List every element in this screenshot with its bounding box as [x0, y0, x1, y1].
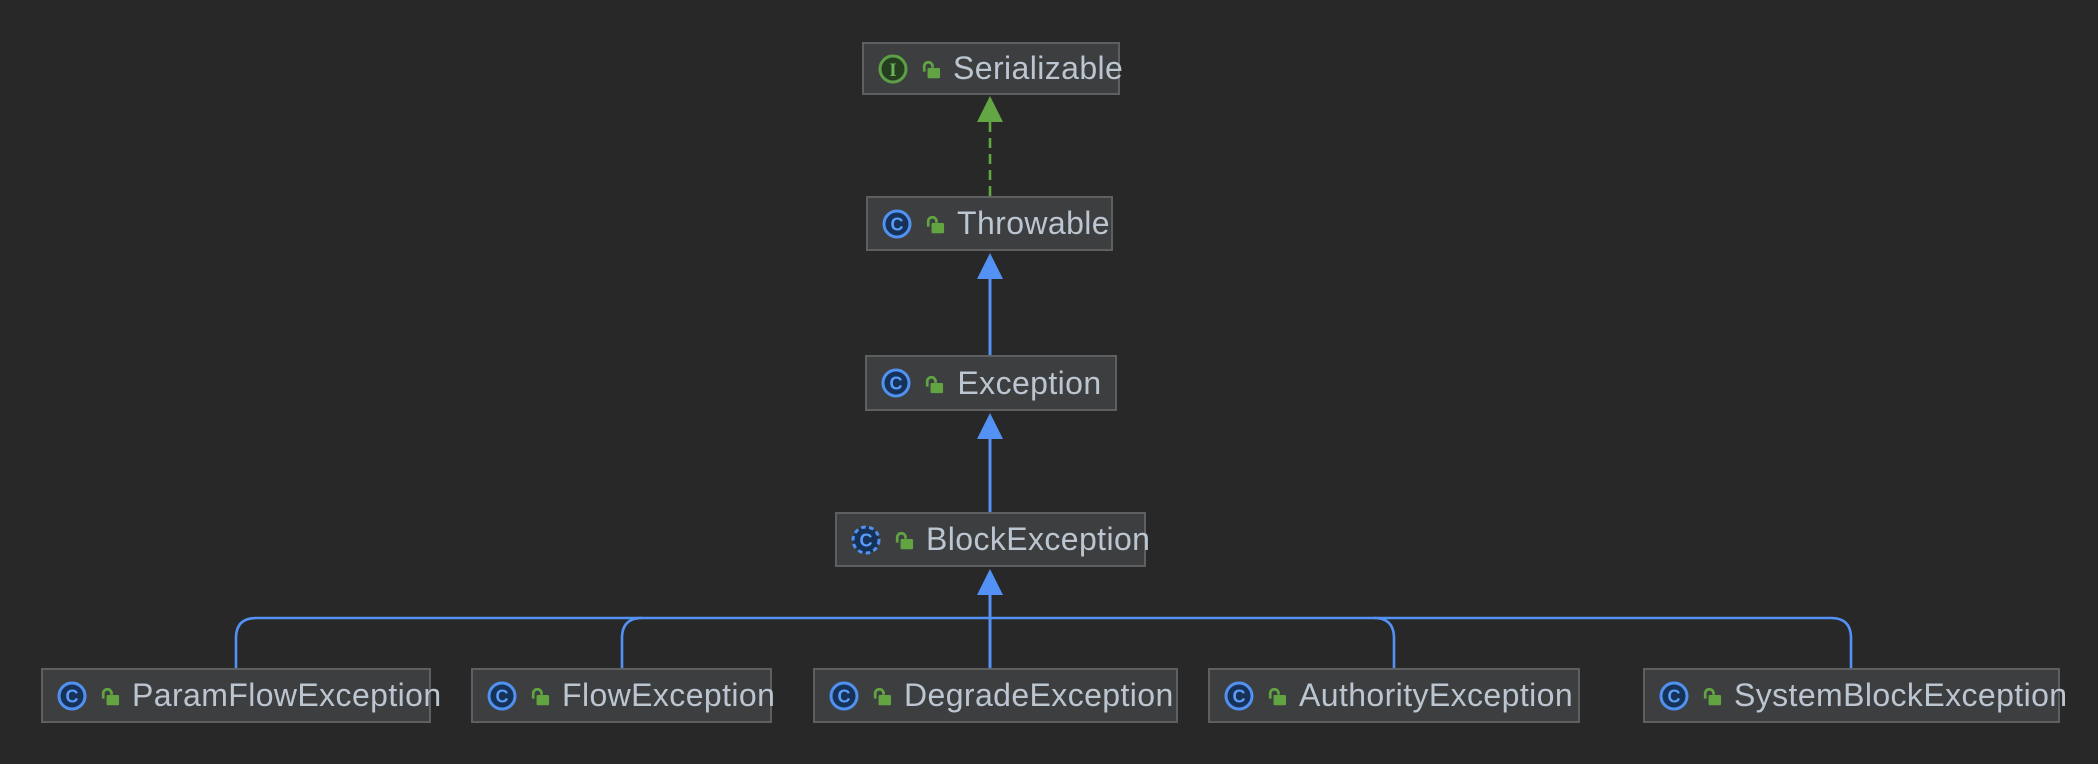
svg-text:C: C [1668, 686, 1681, 706]
node-label: Serializable [953, 50, 1124, 86]
class-node-serializable[interactable]: I Serializable [862, 42, 1124, 95]
edge-bus [234, 616, 1853, 668]
node-label: DegradeException [904, 677, 1174, 713]
class-icon: C [1659, 681, 1689, 710]
svg-text:C: C [838, 686, 851, 706]
edge-exception-extends-throwable [977, 253, 1003, 355]
unlocked-icon [895, 531, 914, 550]
svg-text:C: C [860, 530, 873, 550]
arrowhead-extends [977, 413, 1003, 439]
edge-branch-flowexception [620, 616, 643, 668]
edge-throwable-implements-serializable [977, 96, 1003, 196]
node-label: BlockException [926, 521, 1151, 557]
unlocked-icon [926, 215, 945, 234]
class-icon: C [487, 681, 517, 710]
svg-text:I: I [889, 60, 896, 81]
class-icon: C [882, 209, 912, 238]
svg-text:C: C [1233, 686, 1246, 706]
class-node-systemblockexception[interactable]: C SystemBlockException [1643, 668, 2067, 723]
svg-text:C: C [496, 686, 509, 706]
arrowhead-implements [977, 96, 1003, 122]
svg-text:C: C [66, 686, 79, 706]
unlocked-icon [531, 687, 550, 706]
node-label: AuthorityException [1299, 677, 1574, 713]
node-label: Throwable [957, 205, 1111, 241]
class-node-degradeexception[interactable]: C DegradeException [813, 668, 1178, 723]
arrowhead-extends [977, 569, 1003, 595]
svg-text:C: C [891, 214, 904, 234]
abstract-class-icon: C [851, 525, 881, 554]
unlocked-icon [873, 687, 892, 706]
class-icon: C [881, 368, 911, 398]
class-node-paramflowexception[interactable]: C ParamFlowException [41, 668, 441, 723]
arrowhead-extends [977, 253, 1003, 279]
unlocked-icon [101, 687, 120, 706]
class-icon: C [57, 681, 87, 710]
unlocked-icon [1703, 687, 1722, 706]
node-label: ParamFlowException [132, 677, 442, 713]
class-node-throwable[interactable]: C Throwable [866, 196, 1113, 251]
svg-text:C: C [890, 374, 903, 394]
class-node-flowexception[interactable]: C FlowException [471, 668, 776, 723]
interface-icon: I [878, 54, 908, 83]
edge-subclasses-extends-blockexception [234, 569, 1853, 668]
node-label: Exception [957, 364, 1102, 401]
edge-blockexception-extends-exception [977, 413, 1003, 512]
class-icon: C [829, 681, 859, 710]
edge-branch-authorityexception [1373, 616, 1396, 668]
unlocked-icon [1268, 687, 1287, 706]
node-label: SystemBlockException [1734, 677, 2068, 713]
class-node-blockexception[interactable]: C BlockException [835, 512, 1150, 567]
class-icon: C [1224, 681, 1254, 710]
unlocked-icon [922, 60, 941, 79]
node-label: FlowException [562, 677, 776, 713]
class-node-exception[interactable]: C Exception [865, 355, 1117, 411]
unlocked-icon [925, 375, 944, 393]
class-node-authorityexception[interactable]: C AuthorityException [1208, 668, 1580, 723]
